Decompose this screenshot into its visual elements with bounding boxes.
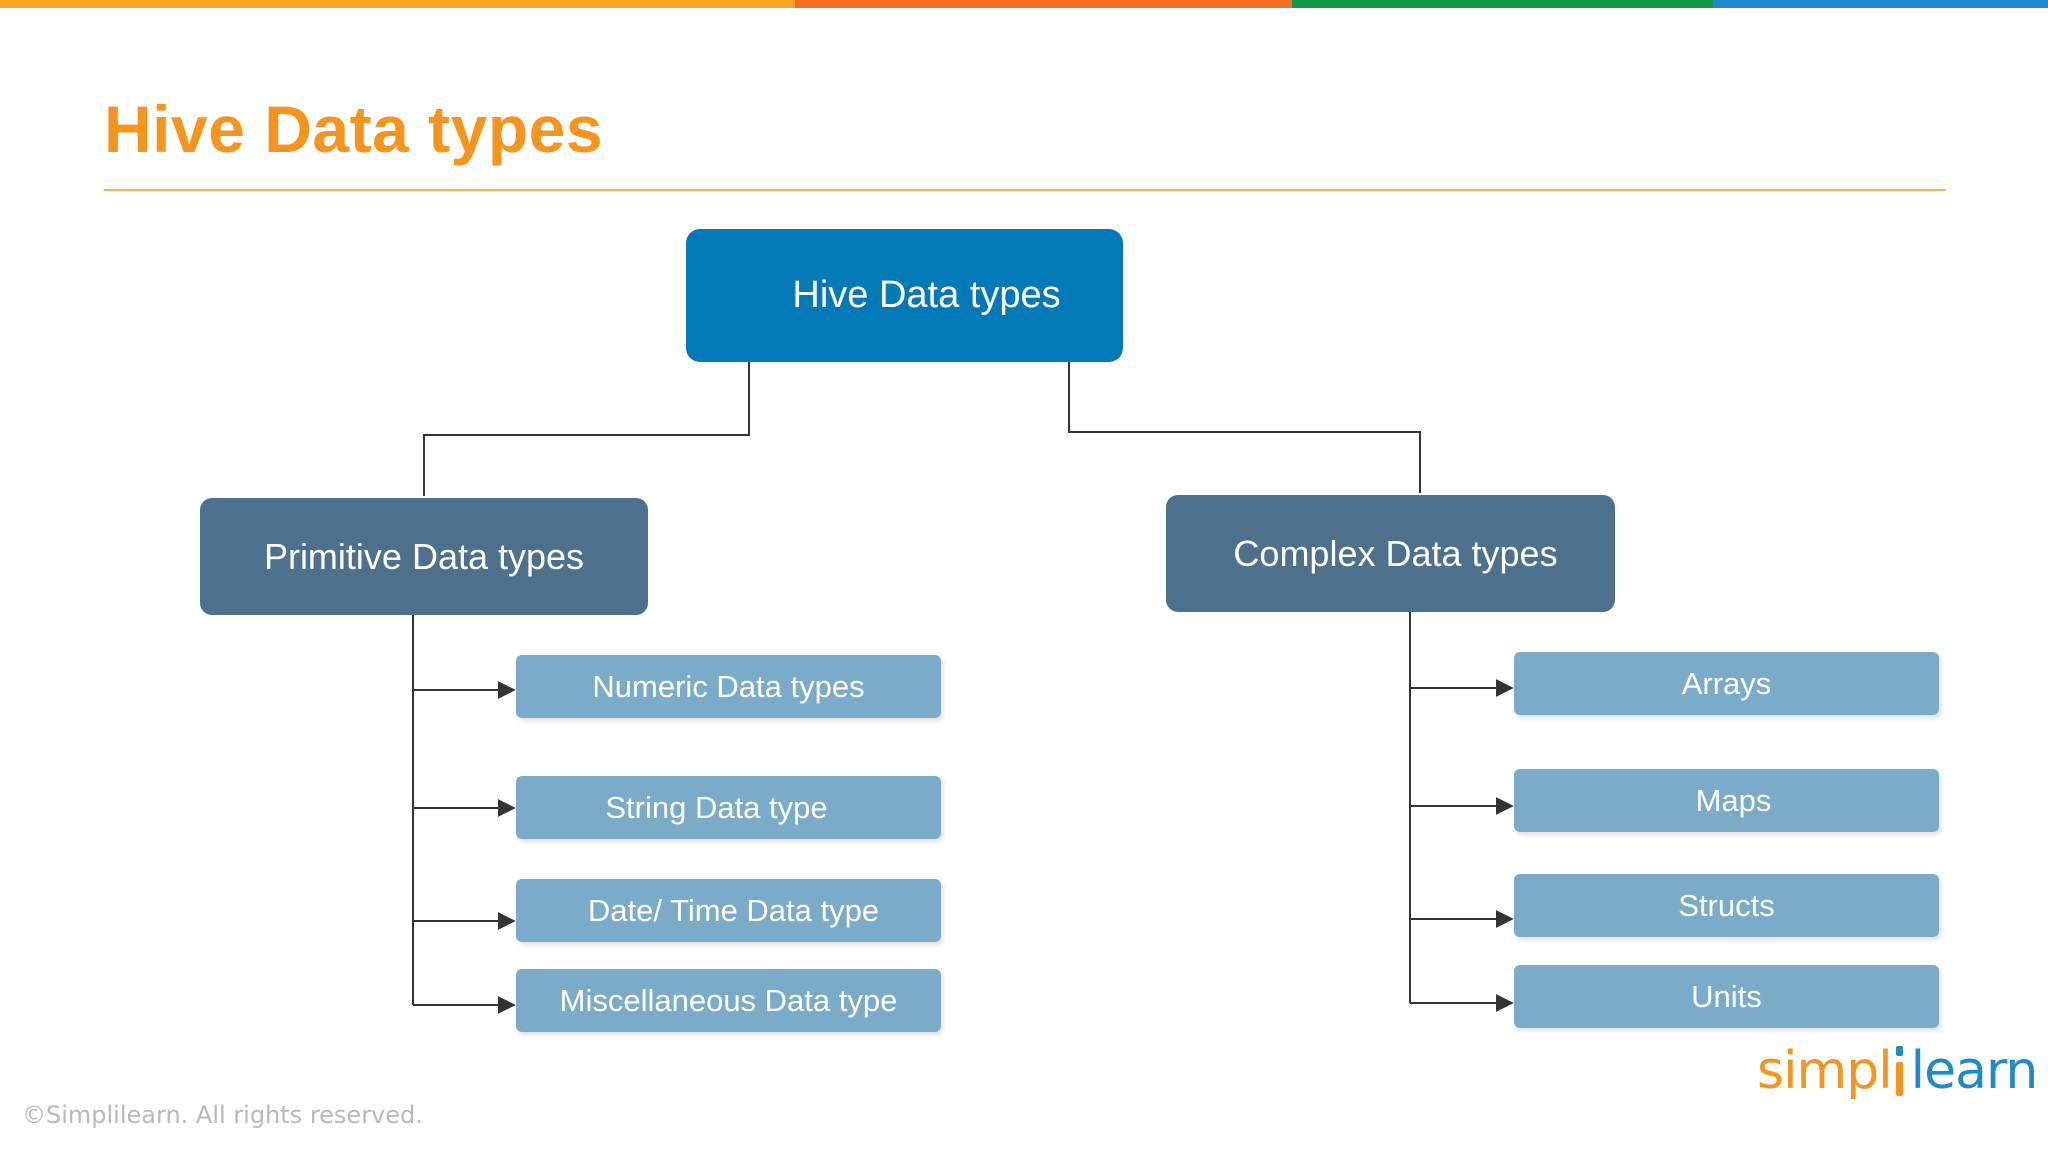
logo-text-learn: learn [1910,1041,2039,1101]
logo-i-mark-icon [1894,1038,1908,1098]
brand-bar-segment-orange [0,0,795,8]
brand-bar-segment-blue [1713,0,2048,8]
connector-root-to-primitive [423,361,750,496]
logo-text-simpl: simpl [1757,1041,1893,1101]
miscellaneous-data-type-label: Miscellaneous Data type [559,982,898,1018]
hive-data-types-label: Hive Data types [792,274,1061,316]
arrays-node: Arrays [1514,652,1939,715]
string-data-type-node: String Data type [516,776,941,839]
structs-node: Structs [1514,874,1939,937]
string-data-type-label: String Data type [605,789,828,825]
structs-label: Structs [1678,887,1775,923]
numeric-data-types-node: Numeric Data types [516,655,941,718]
datetime-data-type-node: Date/ Time Data type [516,879,941,942]
miscellaneous-data-type-node: Miscellaneous Data type [516,969,941,1032]
brand-color-bar [0,0,2048,8]
title-divider [104,189,1946,191]
primitive-data-types-node: Primitive Data types [200,498,648,615]
slide-title: Hive Data types [104,92,604,166]
brand-bar-segment-green [1292,0,1713,8]
units-node: Units [1514,965,1939,1028]
connector-root-to-complex [1068,361,1421,493]
complex-data-types-label: Complex Data types [1233,532,1558,574]
hive-data-types-node: Hive Data types [686,229,1123,362]
maps-label: Maps [1695,782,1772,818]
complex-data-types-node: Complex Data types [1166,495,1615,612]
primitive-data-types-label: Primitive Data types [263,535,585,577]
arrays-label: Arrays [1681,665,1772,701]
copyright-notice: ©Simplilearn. All rights reserved. [22,1101,423,1129]
maps-node: Maps [1514,769,1939,832]
brand-bar-segment-red [795,0,1292,8]
numeric-data-types-label: Numeric Data types [592,668,865,704]
units-label: Units [1691,978,1762,1014]
datetime-data-type-label: Date/ Time Data type [587,892,880,928]
simplilearn-logo: simpl learn [1757,1038,2039,1108]
